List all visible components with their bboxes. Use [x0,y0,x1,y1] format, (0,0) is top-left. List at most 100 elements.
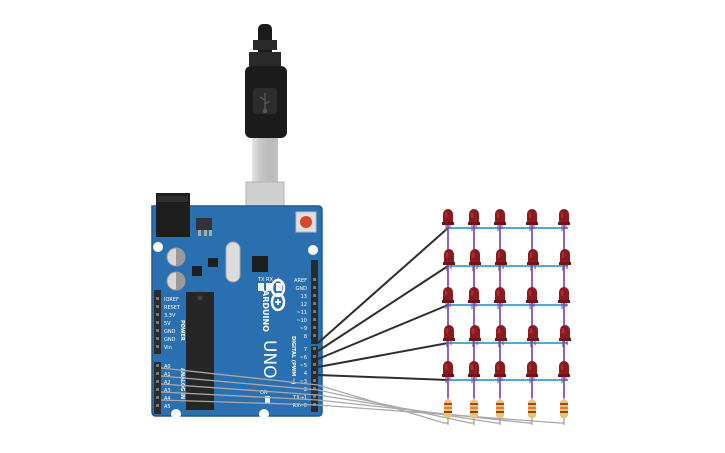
digital-pin-label: ~3 [300,379,307,385]
rx-label: RX [266,277,273,283]
power-section-label: POWER [179,320,185,341]
analog-pin[interactable] [156,396,159,399]
digital-pin[interactable] [313,294,316,297]
power-pin-label: GND [164,329,176,335]
digital-wire [317,265,449,352]
led [495,249,507,271]
digital-pin[interactable] [313,302,316,305]
digital-pin[interactable] [313,355,316,358]
digital-pin-label: GND [296,286,308,292]
usb-cable [245,24,287,235]
led [468,287,480,309]
analog-pin-label: A3 [164,388,171,394]
digital-pin-label: ~11 [296,310,307,316]
arduino-uno-board: TX RX L ON ARDUINO UNO POWER ANALOG IN D… [151,193,323,419]
analog-pin[interactable] [156,364,159,367]
digital-pin-label: 13 [301,294,307,300]
tx-label: TX [257,277,265,283]
led [443,249,455,271]
power-pin-label: 3.3V [164,313,176,319]
digital-pin[interactable] [313,395,316,398]
power-pin[interactable] [156,329,159,332]
digital-pin-label: ~9 [300,326,307,332]
digital-wire [317,304,449,360]
led [469,325,481,347]
power-pin[interactable] [156,313,159,316]
analog-pin-label: A5 [164,404,171,410]
digital-wire [317,342,449,368]
power-pin-label: RESET [164,305,181,311]
digital-pin[interactable] [313,363,316,366]
led [468,209,480,231]
analog-wire [160,399,561,424]
power-pin-label: IOREF [164,297,179,303]
analog-pin[interactable] [156,404,159,407]
led [526,361,538,383]
on-label: ON [260,390,268,396]
digital-pin[interactable] [313,286,316,289]
led [469,249,481,271]
digital-pin[interactable] [313,326,316,329]
digital-pin-label: ~10 [296,318,307,324]
digital-pin[interactable] [313,310,316,313]
led [494,287,506,309]
led [526,209,538,231]
usb-icon [259,93,271,114]
digital-pin[interactable] [313,318,316,321]
analog-pin-label: A4 [164,396,171,402]
resistor [496,398,504,425]
power-pin-label: GND [164,337,176,343]
atmega-chip [186,292,214,410]
analog-pin-label: A1 [164,372,171,378]
analog-pin[interactable] [156,388,159,391]
led [442,209,454,231]
reset-button[interactable] [295,211,317,233]
arduino-infinity-logo-icon [270,278,286,312]
led [559,249,571,271]
digital-pin-label: 4 [304,371,307,377]
digital-pin-label: ~6 [300,355,307,361]
model-label: UNO [259,340,279,379]
digital-wire [317,374,449,381]
digital-pin[interactable] [313,387,316,390]
digital-pin[interactable] [313,379,316,382]
power-pin[interactable] [156,305,159,308]
power-pin[interactable] [156,345,159,348]
digital-pin-label: 12 [301,302,307,308]
led [494,361,506,383]
digital-pin-label: RX←0 [293,403,307,409]
digital-pin[interactable] [313,278,316,281]
digital-wire [317,227,449,344]
led [558,287,570,309]
led [468,361,480,383]
led [442,287,454,309]
power-pin[interactable] [156,297,159,300]
led [494,209,506,231]
digital-pin[interactable] [313,334,316,337]
digital-pin-label: TX→1 [292,395,307,401]
digital-pin[interactable] [313,347,316,350]
led [442,361,454,383]
digital-pin-label: 2 [304,387,307,393]
power-pin-label: Vin [164,345,172,351]
led [558,361,570,383]
power-pin[interactable] [156,337,159,340]
digital-pin-label: 7 [304,347,307,353]
power-pin[interactable] [156,321,159,324]
analog-pin-label: A0 [164,364,171,370]
resistor [470,398,478,425]
analog-pin[interactable] [156,372,159,375]
analog-wire [160,367,445,424]
brand-label: ARDUINO [261,290,270,332]
analog-pin[interactable] [156,380,159,383]
led [526,287,538,309]
resistor [444,398,452,425]
digital-pin-label: 8 [304,334,307,340]
led [495,325,507,347]
digital-pin[interactable] [313,371,316,374]
digital-pin-label: AREF [294,278,307,284]
led [559,325,571,347]
led [558,209,570,231]
resistor [560,398,568,425]
